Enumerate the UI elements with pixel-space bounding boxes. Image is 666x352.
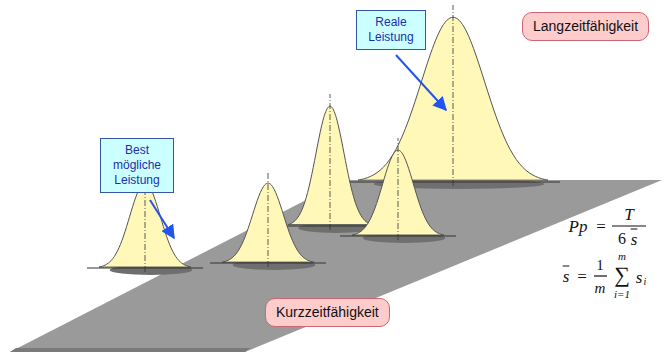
plane-edge [10,348,250,352]
callout-box: Reale Leistung [356,10,426,50]
callout-text: Reale Leistung [363,15,419,45]
callout-text: Best mögliche Leistung [107,143,167,188]
formula-symbol: i [644,277,647,287]
bell-curves [87,5,560,275]
formula-symbol: Pp [569,218,588,235]
callout-text: Kurzzeitfähigkeit [276,304,379,321]
formula-symbol: m [595,281,606,296]
formula-symbol: ∑ [614,264,630,286]
center-line [268,171,269,267]
formula-symbol: T [624,206,633,223]
formula-symbol: = [596,218,606,235]
center-line [330,94,331,230]
formula-symbol: 6 [618,231,626,247]
formula-symbol: 1 [596,258,604,273]
formula-symbol: s [636,269,643,286]
formula-symbol: s [563,268,570,285]
capability-label: Kurzzeitfähigkeit [265,298,390,327]
formula-symbol: m [618,251,626,262]
pointer-arrow [150,200,174,238]
formula-symbol: = [577,268,587,285]
pointer-arrow [396,55,446,110]
fraction-bar [612,225,646,226]
formula-symbol: s [631,231,638,248]
formula-symbol: i=1 [614,289,630,300]
callout-box: Best mögliche Leistung [100,138,174,193]
center-line [453,5,454,186]
capability-label: Langzeitfähigkeit [522,12,649,41]
callout-text: Langzeitfähigkeit [533,18,638,35]
fraction-bar [594,275,607,276]
center-line [398,138,399,240]
